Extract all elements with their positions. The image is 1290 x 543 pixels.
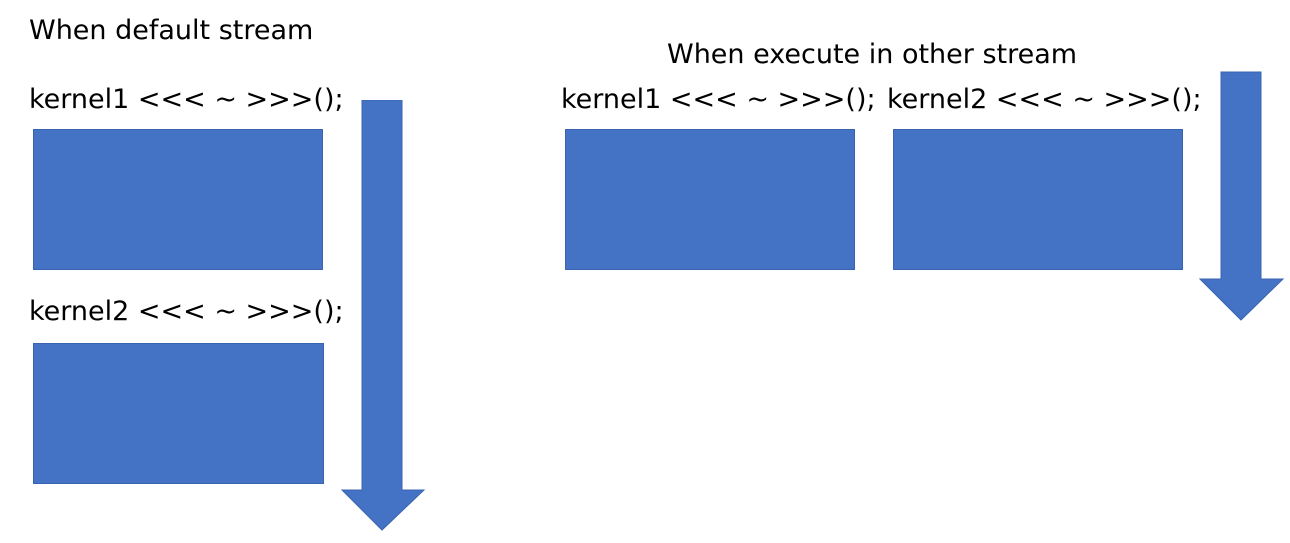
default-stream-title: When default stream [29, 15, 314, 46]
right-time-arrow-icon [1199, 71, 1285, 321]
other-stream-title: When execute in other stream [667, 39, 1078, 70]
left-kernel2-block [33, 343, 324, 484]
right-kernel1-block [565, 129, 855, 270]
left-kernel1-block [33, 129, 323, 270]
left-time-arrow-icon [340, 100, 426, 531]
left-kernel2-label: kernel2 <<< ~ >>>(); [29, 296, 344, 327]
left-kernel1-label: kernel1 <<< ~ >>>(); [29, 84, 344, 115]
right-kernel2-block [893, 129, 1183, 270]
right-kernel1-label: kernel1 <<< ~ >>>(); [561, 84, 876, 115]
right-kernel2-label: kernel2 <<< ~ >>>(); [887, 84, 1202, 115]
